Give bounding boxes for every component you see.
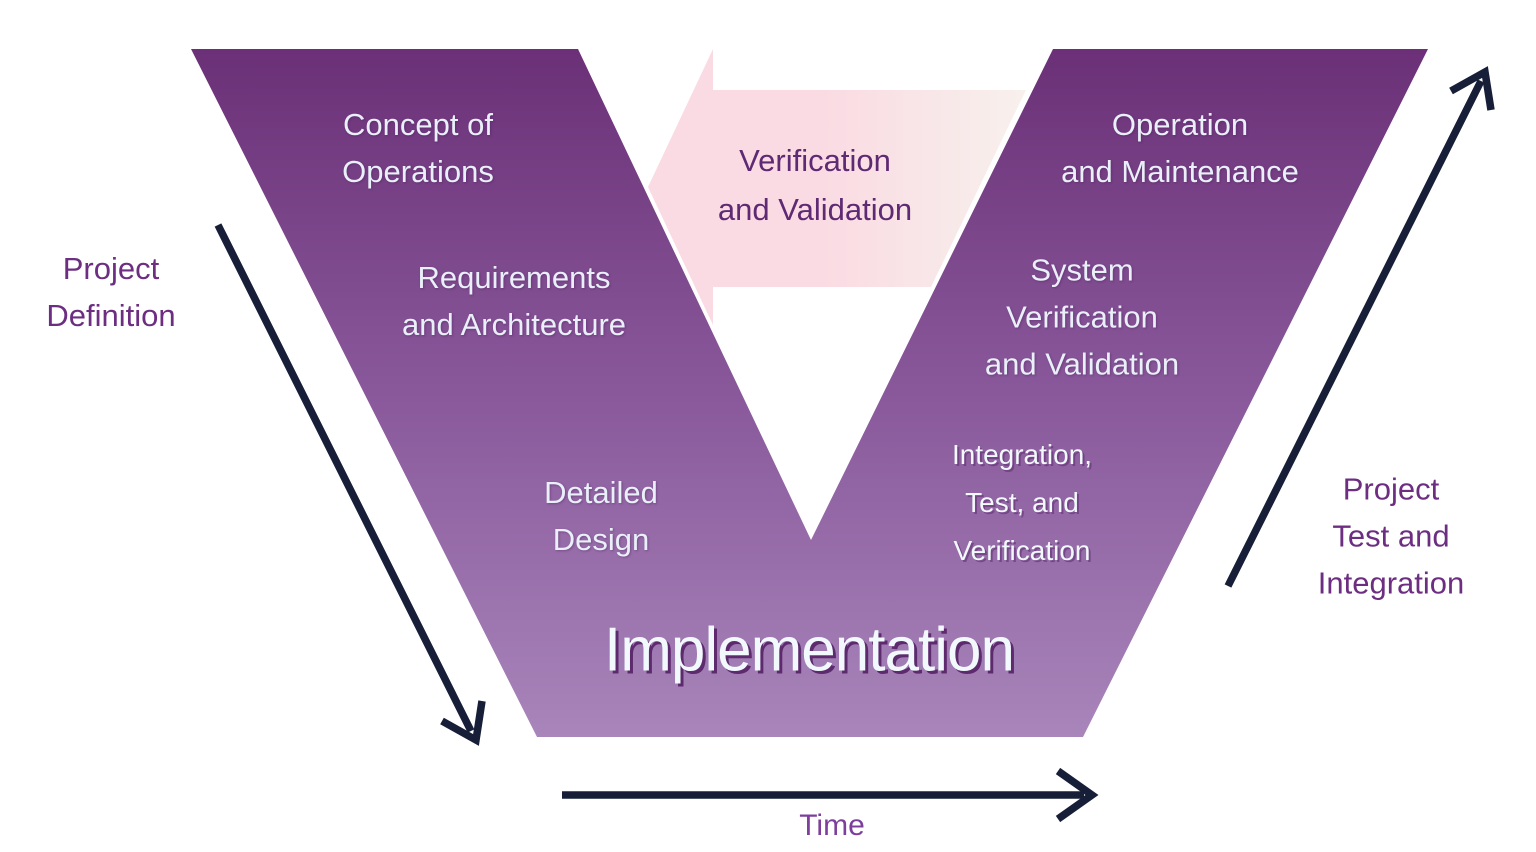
stage-detailed-design: Detailed Design <box>544 469 658 563</box>
stage-label-line: Verification <box>953 535 1091 566</box>
side-label-line: Test and <box>1332 518 1450 554</box>
time-arrow <box>562 767 1099 823</box>
stage-label-line: and Validation <box>984 346 1180 382</box>
side-label-line: Project <box>1342 471 1440 507</box>
stage-label-line: Requirements <box>417 260 611 295</box>
verification-validation-label: Verification and Validation <box>718 136 912 234</box>
stage-implementation: Implementation <box>604 615 1015 685</box>
side-label-line: Project <box>62 251 160 286</box>
stage-system-verification-validation: System Verification and Validation <box>985 247 1179 388</box>
time-label: Time <box>799 809 865 842</box>
stage-label-line: Test, and <box>965 487 1079 518</box>
stage-concept-of-operations: Concept of Operations <box>342 101 494 195</box>
stage-label-line: Integration, <box>951 439 1093 470</box>
stage-label-line: Operations <box>342 154 494 189</box>
stage-label-line: Verification <box>1006 299 1158 335</box>
side-label-line: Integration <box>1317 565 1465 601</box>
project-definition-arrow <box>214 223 486 746</box>
stage-label-line: System <box>1030 252 1134 288</box>
stage-label-line: Detailed <box>544 475 658 510</box>
stage-label-line: and Architecture <box>401 307 627 342</box>
center-label-line: and Validation <box>717 192 913 227</box>
stage-label-line: Concept of <box>343 107 493 142</box>
verification-validation-arrow <box>648 49 1026 325</box>
center-label-line: Verification <box>739 143 891 178</box>
stage-integration-test-verification: Integration, Test, and Verification <box>952 431 1092 575</box>
stage-requirements-architecture: Requirements and Architecture <box>402 254 626 348</box>
v-shape <box>191 49 1428 737</box>
project-test-integration-label: Project Test and Integration <box>1318 466 1465 607</box>
stage-operation-maintenance: Operation and Maintenance <box>1061 101 1299 195</box>
stage-label-line: Operation <box>1111 107 1249 142</box>
project-definition-label: Project Definition <box>46 245 175 339</box>
project-test-arrow <box>1224 66 1495 588</box>
stage-label-line: Design <box>552 522 650 557</box>
stage-label-line: and Maintenance <box>1061 154 1299 189</box>
side-label-line: Definition <box>46 298 176 333</box>
